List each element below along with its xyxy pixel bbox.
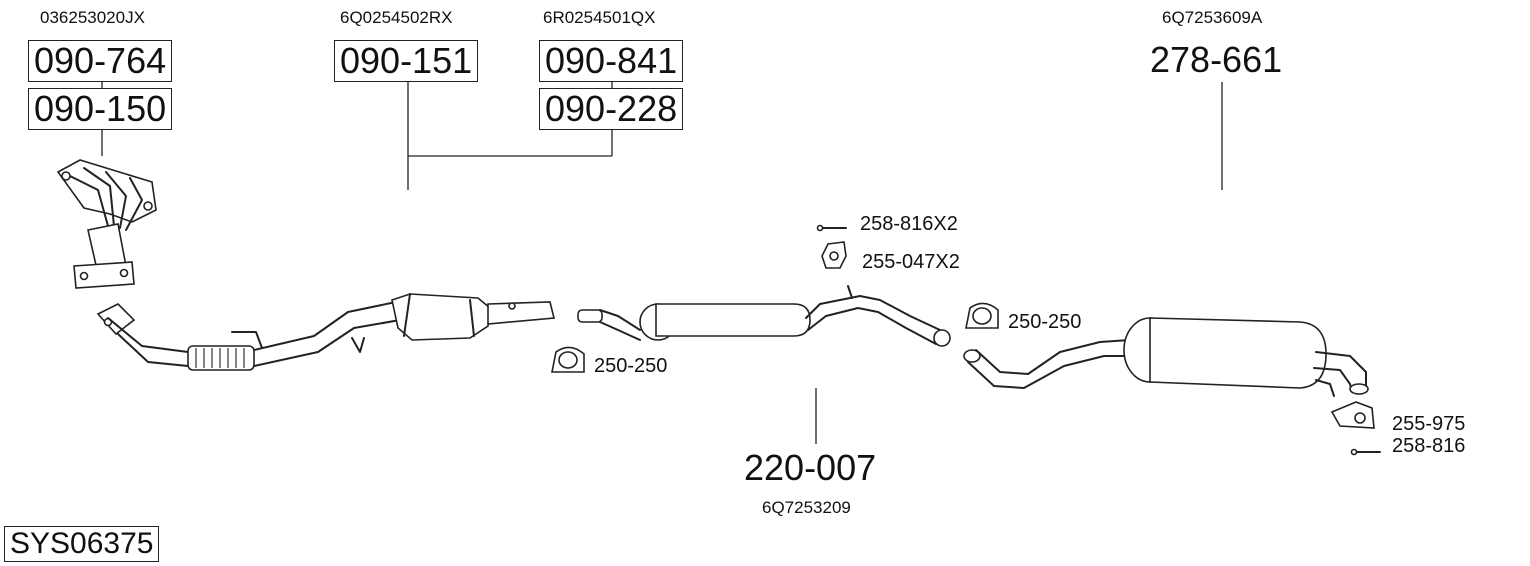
front-cat-oe-number: 6Q0254502RX bbox=[340, 8, 453, 27]
front-cat-alt-oe-number: 6R0254501QX bbox=[543, 8, 656, 27]
clamp-front-part[interactable]: 250-250 bbox=[594, 355, 668, 377]
clamp-rear-part[interactable]: 250-250 bbox=[1008, 311, 1082, 333]
manifold-part-top[interactable]: 090-764 bbox=[28, 40, 173, 82]
middle-silencer-part[interactable]: 220-007 bbox=[744, 447, 877, 488]
rubber-mid-part[interactable]: 255-047X2 bbox=[862, 251, 960, 273]
rear-silencer-art bbox=[963, 317, 1369, 397]
bolt-rear-part[interactable]: 258-816 bbox=[1392, 435, 1466, 457]
front-cat-alt-part-top[interactable]: 090-841 bbox=[539, 40, 684, 82]
rubber-mount-icon bbox=[1330, 401, 1375, 429]
front-cat-part[interactable]: 090-151 bbox=[334, 40, 479, 82]
rear-silencer-oe-number: 6Q7253609A bbox=[1162, 8, 1263, 27]
manifold-part-bottom[interactable]: 090-150 bbox=[28, 88, 173, 130]
rubber-rear-part[interactable]: 255-975 bbox=[1392, 413, 1466, 435]
exhaust-manifold bbox=[56, 159, 157, 289]
system-id-badge: SYS06375 bbox=[4, 526, 160, 562]
catalytic-converter bbox=[391, 293, 556, 341]
manifold-oe-number: 036253020JX bbox=[40, 8, 145, 27]
middle-silencer-art bbox=[577, 285, 951, 347]
front-cat-alt-part-bottom[interactable]: 090-228 bbox=[539, 88, 684, 130]
leader-lines bbox=[101, 82, 1223, 444]
accessory-icons bbox=[551, 224, 1381, 456]
middle-silencer-oe-number: 6Q7253209 bbox=[762, 498, 851, 517]
rear-silencer-part[interactable]: 278-661 bbox=[1150, 39, 1283, 80]
front-pipe bbox=[96, 301, 401, 371]
bolt-mid-part[interactable]: 258-816X2 bbox=[860, 213, 958, 235]
